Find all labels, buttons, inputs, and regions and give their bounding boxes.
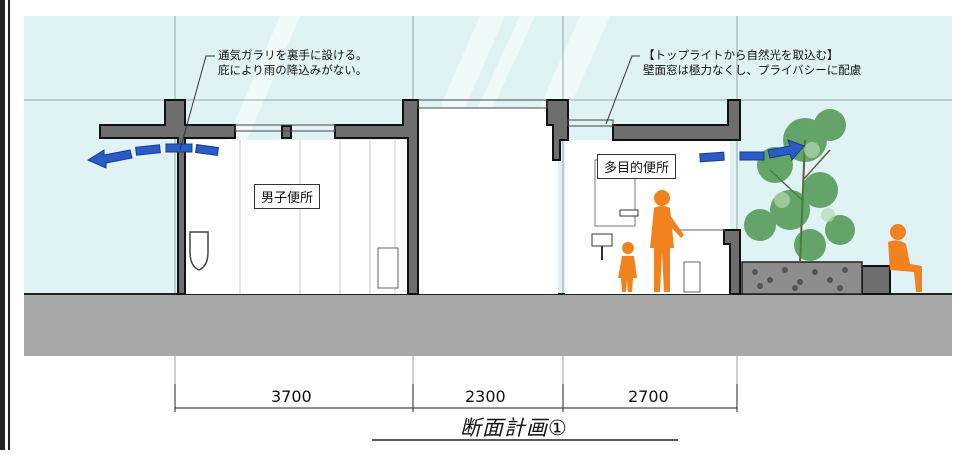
urinal <box>189 231 209 271</box>
ventilation-note-line2: 庇により雨の降込みがない。 <box>218 63 368 77</box>
toplight-note-line2: 壁面窓は極力なくし、プライバシーに配慮 <box>643 63 862 77</box>
dimension-label-3: 2700 <box>628 387 669 406</box>
ground-slab <box>24 294 952 356</box>
dimension-label-2: 2300 <box>465 387 506 406</box>
frame-line-left <box>0 0 5 450</box>
drawing-title: 断面計画① <box>460 416 568 440</box>
ventilation-note: 通気ガラリを裏手に設ける。 庇により雨の降込みがない。 <box>218 48 368 78</box>
ventilation-note-line1: 通気ガラリを裏手に設ける。 <box>218 48 368 62</box>
paper-holder <box>619 209 639 217</box>
note-leaders <box>179 55 640 151</box>
tree <box>744 109 855 263</box>
toplight-note: 【トップライトから自然光を取込む】 壁面窓は極力なくし、プライバシーに配慮 <box>643 48 861 78</box>
people-figures <box>618 190 922 292</box>
washbasin <box>591 233 613 247</box>
room-label-multipurpose-toilet: 多目的便所 <box>597 154 677 179</box>
mens-toilet-interior <box>180 140 408 294</box>
toilet-tank <box>377 247 399 289</box>
room-label-mens-toilet: 男子便所 <box>254 184 321 209</box>
middle-space-interior <box>418 108 558 294</box>
planter <box>741 261 863 295</box>
toplight-note-line1: 【トップライトから自然光を取込む】 <box>643 48 839 62</box>
toplight-frames <box>234 99 614 132</box>
planter-stones <box>752 267 848 291</box>
multi-toilet <box>683 261 701 293</box>
dimension-line <box>174 384 738 412</box>
structure-walls <box>99 99 891 295</box>
dimension-label-1: 3700 <box>271 387 312 406</box>
frame-line-left-inner <box>8 0 10 450</box>
ventilation-arrows <box>86 139 805 169</box>
